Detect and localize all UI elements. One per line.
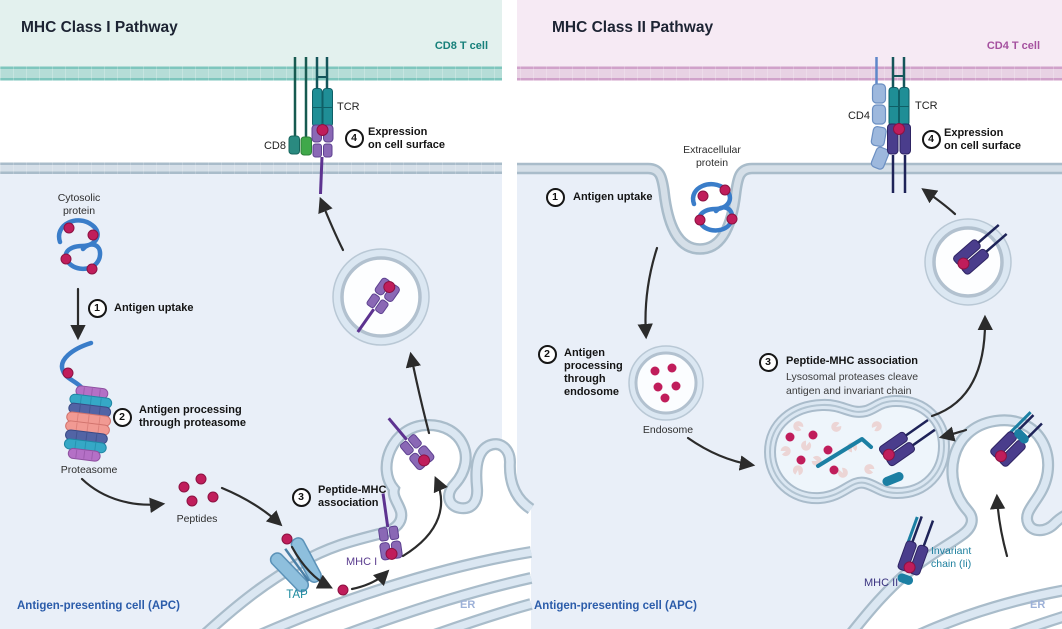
- endosome-peptides: [650, 363, 681, 403]
- right-panel-title: MHC Class II Pathway: [552, 19, 714, 36]
- miic-peptides: [785, 430, 839, 475]
- step3-label-right: Peptide-MHC association: [786, 355, 919, 367]
- mhc1-label: MHC I: [346, 556, 378, 568]
- step1-circle-left: 1: [87, 298, 107, 318]
- transport-vesicle-left: [332, 248, 430, 346]
- step4-label-left: Expression on cell surface: [368, 126, 446, 151]
- peptides-graphic: [178, 473, 219, 507]
- apc-membrane-left: [0, 162, 502, 174]
- miic-compartment: [763, 394, 951, 505]
- peptides-label: Peptides: [176, 513, 218, 525]
- tcell-membrane-right: [517, 66, 1062, 81]
- cytosolic-protein-label: Cytosolic protein: [57, 192, 101, 217]
- er-label-right: ER: [1030, 599, 1046, 611]
- proteasome-label: Proteasome: [60, 464, 118, 476]
- mhc1-in-budding-vesicle: [387, 417, 437, 472]
- step2-circle-right: 2: [537, 344, 557, 364]
- cd4-tcr-mhc2-surface-complex: [870, 57, 911, 193]
- clip-fragment: [882, 472, 904, 486]
- step1-label-right: Antigen uptake: [573, 191, 653, 203]
- mhc2-in-transport-vesicle: [951, 223, 1008, 277]
- step2-label-left: Antigen processing through proteasome: [139, 404, 246, 429]
- step4-circle-right: 4: [921, 129, 941, 149]
- unfolding-protein: [59, 340, 94, 391]
- cd4-label: CD4: [847, 110, 870, 122]
- er-label-left: ER: [460, 599, 476, 611]
- cd8-label: CD8: [263, 140, 286, 152]
- step1-circle-right: 1: [545, 187, 565, 207]
- mhc1-in-er: [376, 493, 404, 562]
- tcr-receptor-left: [312, 88, 333, 127]
- tcell-membrane-left: [0, 66, 502, 81]
- cytosolic-protein-graphic: [56, 218, 103, 275]
- tap-label: TAP: [286, 589, 308, 601]
- er-right: [838, 414, 1062, 629]
- cd8-tcell-label: CD8 T cell: [434, 40, 488, 52]
- step4-circle-left: 4: [344, 128, 364, 148]
- extracellular-protein-label: Extracellular protein: [683, 144, 741, 169]
- apc-label-right: Antigen-presenting cell (APC): [534, 600, 697, 612]
- step3-label-left: Peptide-MHC association: [318, 484, 387, 509]
- tcr-label-right: TCR: [915, 100, 938, 112]
- mhc2-invariant-in-er: [896, 516, 935, 585]
- cd4-coreceptor: [870, 83, 890, 170]
- tcr-receptor-right: [888, 87, 910, 126]
- step2-label-right: Antigen processing through endosome: [564, 347, 623, 398]
- invariant-chain-label: Invariant chain (Ii): [931, 545, 972, 570]
- proteasome-graphic: [63, 385, 113, 462]
- apc-membrane-right: [517, 162, 1062, 255]
- tcr-label-left: TCR: [337, 101, 360, 113]
- step3-circle-right: 3: [758, 352, 778, 372]
- mhc2-in-budding-vesicle: [988, 411, 1043, 469]
- step3-circle-left: 3: [291, 487, 311, 507]
- step4-label-right: Expression on cell surface: [944, 127, 1022, 152]
- step2-circle-left: 2: [112, 407, 132, 427]
- mhc2-label: MHC II: [864, 577, 899, 589]
- step1-label-left: Antigen uptake: [114, 302, 194, 314]
- peptide-below-tap: [337, 584, 349, 596]
- cd8-coreceptor: [288, 135, 312, 156]
- endosome: [628, 345, 704, 421]
- apc-label-left: Antigen-presenting cell (APC): [17, 600, 180, 612]
- mhc1-in-transport-vesicle: [356, 275, 402, 333]
- cd4-tcell-label: CD4 T cell: [986, 40, 1040, 52]
- mhc2-in-miic: [877, 418, 936, 468]
- extracellular-protein-graphic: [690, 182, 738, 233]
- step3-sub-right: Lysosomal proteases cleave antigen and i…: [786, 371, 919, 397]
- pathway-arrows: [70, 188, 1009, 591]
- endosome-label: Endosome: [642, 424, 694, 436]
- peptide-above-tap: [281, 533, 293, 545]
- cleaved-invariant-chain: [816, 437, 873, 468]
- cd8-tcr-mhc1-surface-complex: [288, 57, 334, 195]
- left-panel-title: MHC Class I Pathway: [21, 19, 178, 36]
